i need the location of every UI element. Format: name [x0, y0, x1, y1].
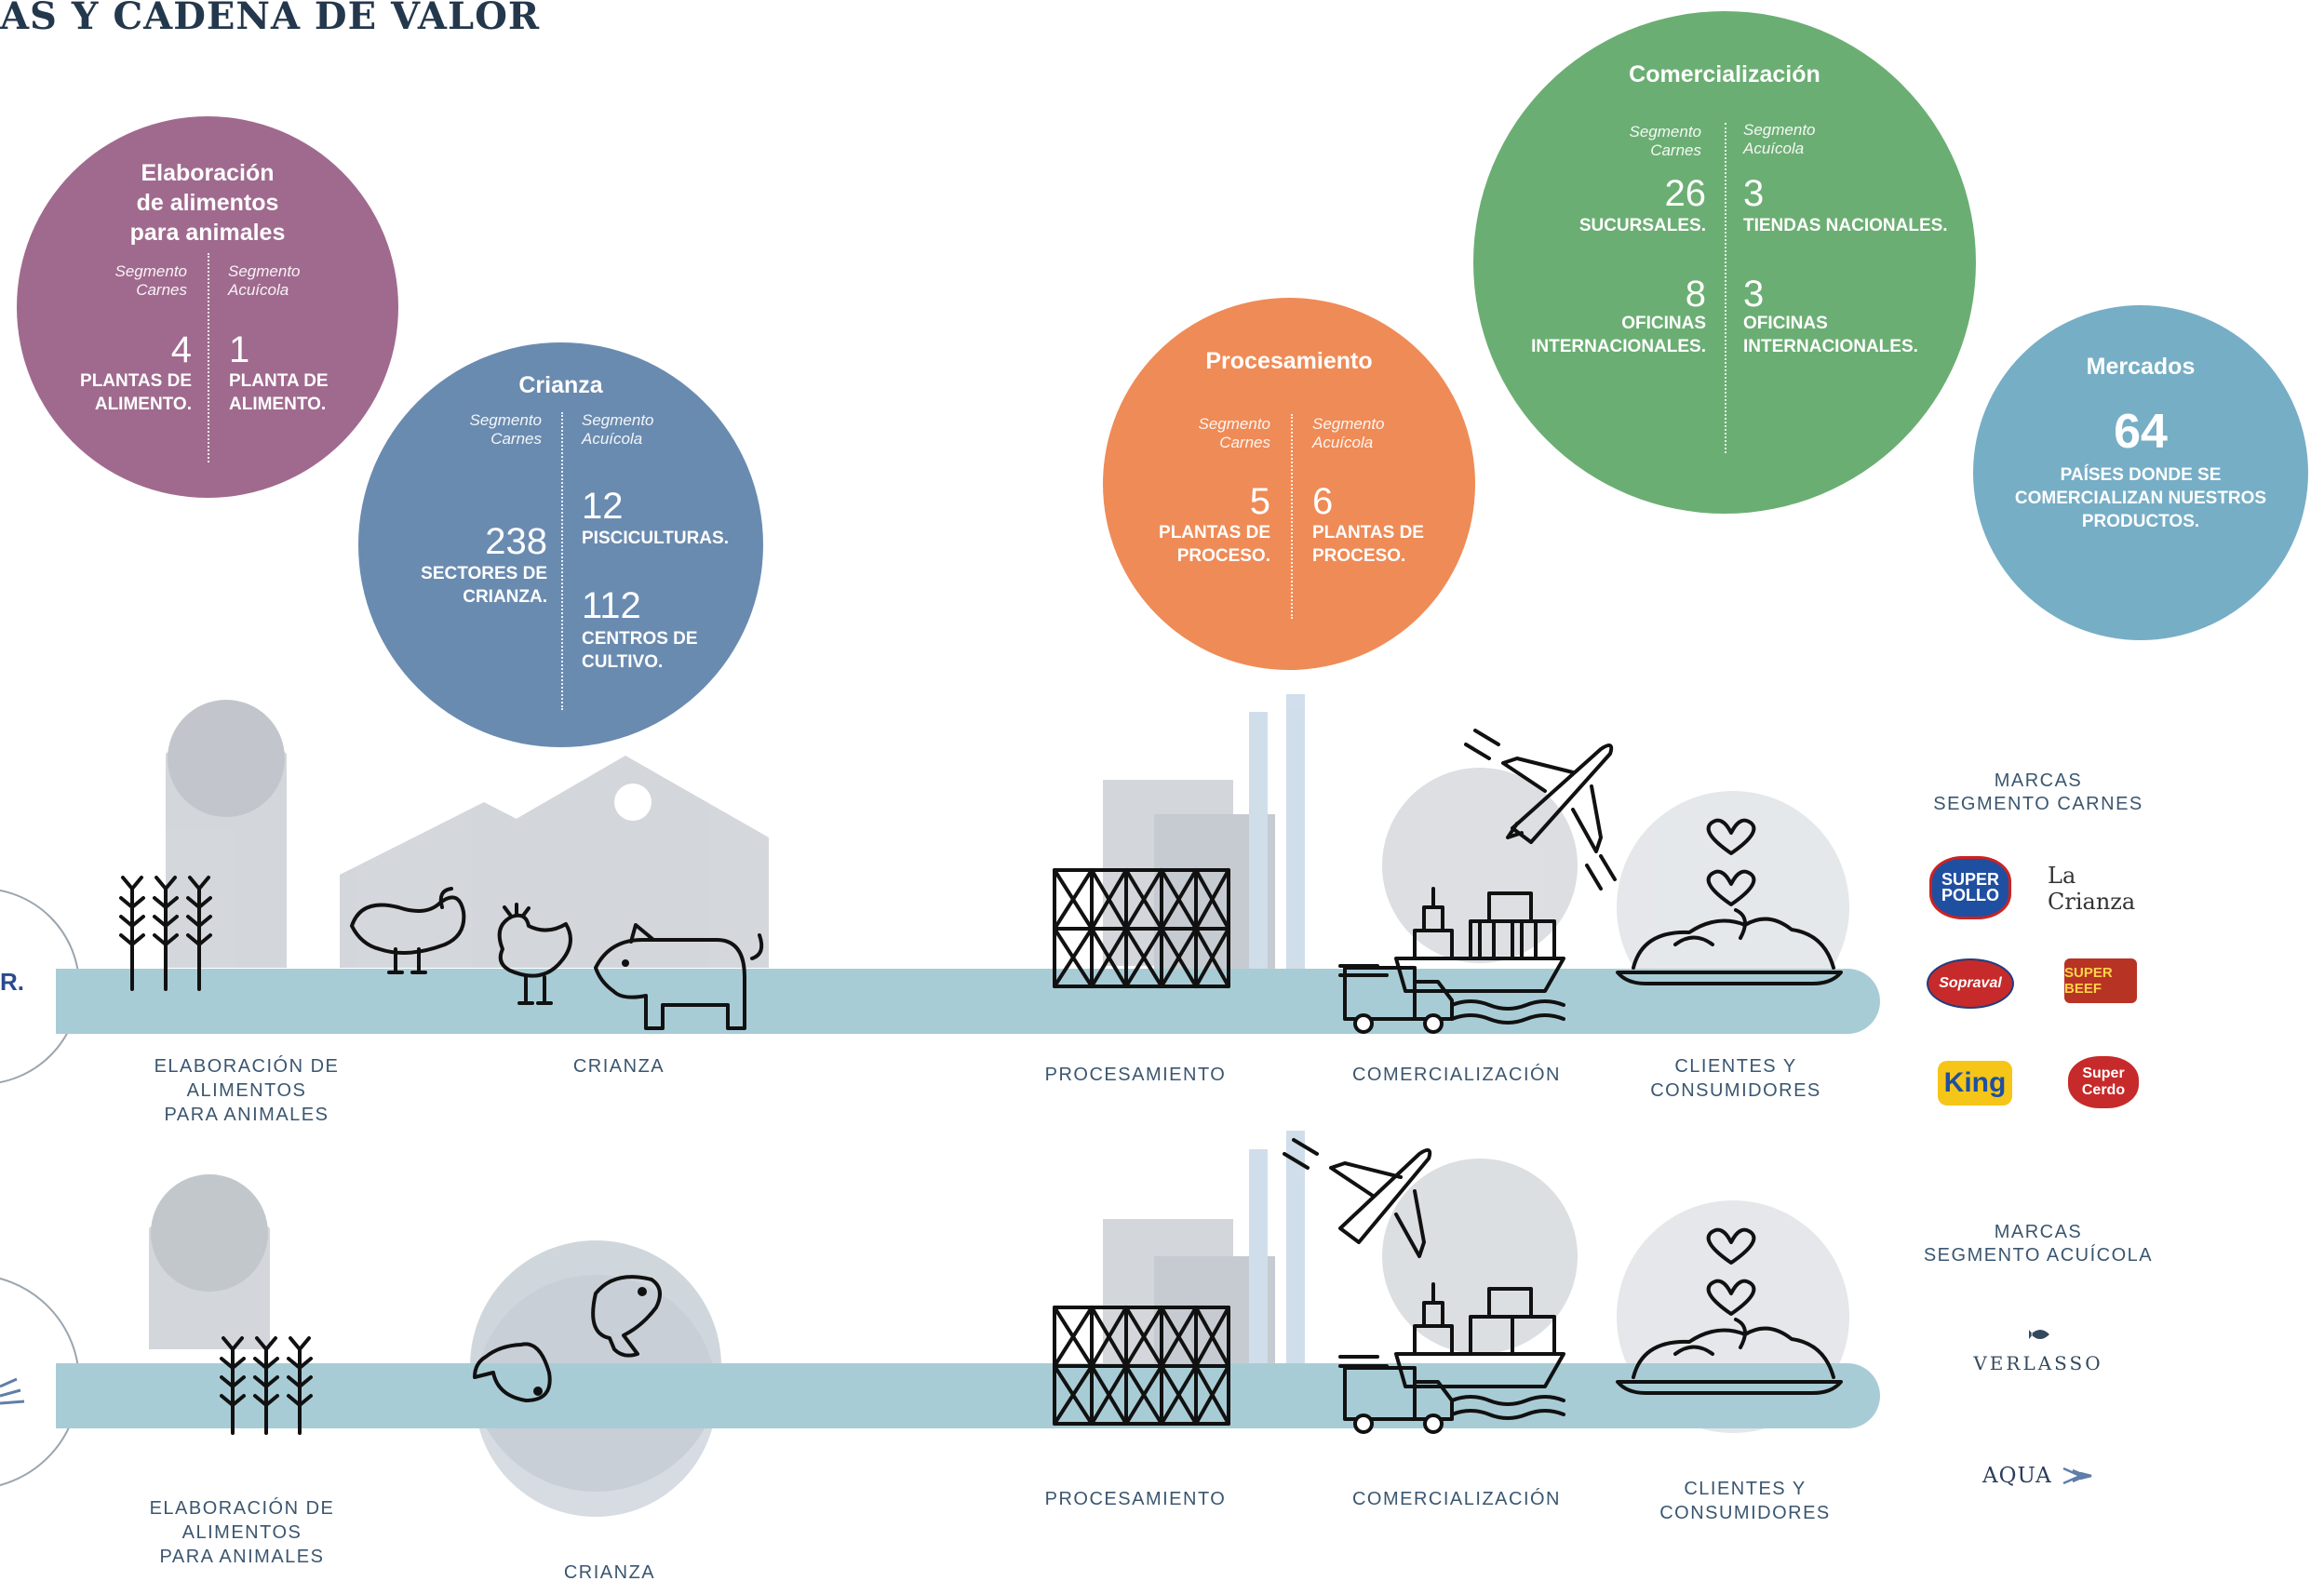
- heart-icon: [1706, 1227, 1756, 1265]
- plants-count-acuicola: 1: [229, 329, 250, 370]
- row1-label-clientes: CLIENTES Y CONSUMIDORES: [1650, 1056, 1821, 1101]
- divider: [208, 253, 209, 462]
- intl-offices-carnes-count: 8: [1685, 274, 1706, 315]
- culture-centers-count: 112: [582, 585, 641, 626]
- row1-track: [56, 969, 1880, 1034]
- row1-label-procesamiento: PROCESAMIENTO: [1044, 1065, 1227, 1085]
- intl-offices-acuicola-label: OFICINAS INTERNACIONALES.: [1743, 314, 1918, 356]
- circle-title: Mercados: [2086, 354, 2196, 380]
- segment-acuicola-label: Segmento Acuícola: [228, 262, 301, 299]
- circle-title: Procesamiento: [1205, 348, 1373, 374]
- heart-icon: [1706, 1279, 1756, 1316]
- wheat-icon: [220, 1336, 313, 1435]
- intl-offices-acuicola-count: 3: [1743, 274, 1765, 315]
- processing-plants-carnes: 5: [1249, 481, 1270, 522]
- factory-icon: [1053, 1306, 1230, 1426]
- processing-label-acuicola: PLANTAS DE PROCESO.: [1312, 523, 1424, 566]
- divider: [1725, 123, 1726, 453]
- aqua-mark-icon: [2062, 1467, 2092, 1485]
- segment-acuicola-label: Segmento Acuícola: [582, 411, 654, 448]
- processing-label-carnes: PLANTAS DE PROCESO.: [1159, 523, 1270, 566]
- branches-count: 26: [1664, 173, 1707, 214]
- segment-carnes-label: Segmento Carnes: [114, 262, 188, 299]
- fish-farms-label: PISCICULTURAS.: [582, 529, 729, 548]
- sectors-label: SECTORES DE CRIANZA.: [421, 564, 547, 607]
- row2-label-crianza: CRIANZA: [563, 1562, 656, 1581]
- aqua-mark-icon: [0, 1377, 25, 1405]
- stores-label: TIENDAS NACIONALES.: [1743, 216, 1948, 235]
- plants-label-acuicola: PLANTA DE ALIMENTO.: [229, 371, 329, 414]
- row2-background-buildings: [149, 1131, 1849, 1517]
- plants-label-carnes: PLANTAS DE ALIMENTO.: [80, 371, 192, 414]
- logo-super-cerdo: Super Cerdo: [2068, 1056, 2139, 1108]
- circle-title: Comercialización: [1629, 61, 1820, 87]
- sectors-count: 238: [485, 521, 547, 562]
- circle-title: Crianza: [518, 372, 603, 398]
- circle-crianza: Crianza Segmento Carnes Segmento Acuícol…: [358, 342, 763, 747]
- divider: [561, 412, 563, 710]
- factory-icon: [1053, 868, 1230, 988]
- wheat-icon: [119, 876, 212, 991]
- brands-acuicola-title: MARCAS SEGMENTO ACUÍCOLA: [1923, 1222, 2154, 1266]
- circle-procesamiento: Procesamiento Segmento Carnes Segmento A…: [1103, 298, 1475, 670]
- food-plate-icon: [1616, 1318, 1843, 1395]
- pig-icon: [594, 923, 764, 1030]
- row2-label-comercializacion: COMERCIALIZACIÓN: [1351, 1489, 1562, 1509]
- ship-icon: [1394, 1282, 1565, 1420]
- segment-acuicola-label: Segmento Acuícola: [1312, 415, 1385, 451]
- logo-aqua: AQUA: [1982, 1464, 2052, 1488]
- branches-label: SUCURSALES.: [1578, 216, 1706, 235]
- heart-icon: [1706, 869, 1756, 906]
- logo-king: King: [1938, 1061, 2012, 1105]
- intl-offices-carnes-label: OFICINAS INTERNACIONALES.: [1531, 314, 1706, 356]
- brands-carnes-title: MARCAS SEGMENTO CARNES: [1933, 770, 2143, 814]
- company-logo-fragment: R.: [0, 968, 24, 996]
- logo-super-pollo: SUPER POLLO: [1929, 856, 2011, 919]
- truck-icon: [1338, 1355, 1454, 1434]
- divider: [1291, 414, 1293, 619]
- circle-title: Elaboración de alimentos para animales: [129, 160, 286, 246]
- circle-mercados: Mercados 64 PAÍSES DONDE SE COMERCIALIZA…: [1973, 305, 2308, 640]
- page-title: AS Y CADENA DE VALOR: [0, 0, 541, 38]
- fish-icon: [473, 1275, 662, 1402]
- plants-count-carnes: 4: [170, 329, 192, 370]
- segment-carnes-label: Segmento Carnes: [1198, 415, 1271, 451]
- food-plate-icon: [1616, 908, 1843, 985]
- heart-icon: [1706, 818, 1756, 855]
- logo-aqua-group: AQUA: [1982, 1464, 2097, 1488]
- logo-sopraval: Sopraval: [1927, 958, 2014, 1009]
- row2-label-clientes: CLIENTES Y CONSUMIDORES: [1659, 1479, 1831, 1523]
- truck-icon: [1338, 964, 1454, 1034]
- row2-track: [56, 1363, 1880, 1428]
- row1-label-comercializacion: COMERCIALIZACIÓN: [1351, 1065, 1562, 1085]
- ship-icon: [1394, 887, 1565, 1025]
- logo-la-crianza: La Crianza: [2048, 863, 2136, 915]
- circle-alimentos: Elaboración de alimentos para animales S…: [17, 116, 398, 498]
- row2-label-alimentos: ELABORACIÓN DE ALIMENTOS PARA ANIMALES: [149, 1498, 335, 1567]
- stores-count: 3: [1743, 173, 1765, 214]
- segment-carnes-label: Segmento Carnes: [469, 411, 543, 448]
- airplane-icon: [1283, 1138, 1432, 1258]
- verlasso-fish-icon: [2029, 1323, 2051, 1346]
- row2-label-procesamiento: PROCESAMIENTO: [1044, 1489, 1227, 1509]
- airplane-icon: [1464, 729, 1617, 891]
- circle-comercializacion: Comercialización Segmento Carnes Segment…: [1473, 11, 1976, 514]
- turkey-icon: [350, 887, 466, 974]
- logo-super-beef: SUPER BEEF: [2064, 958, 2137, 1003]
- logo-verlasso: VERLASSO: [1973, 1352, 2103, 1374]
- culture-centers-label: CENTROS DE CULTIVO.: [582, 629, 698, 672]
- fish-farms-count: 12: [582, 486, 624, 527]
- countries-count: 64: [2114, 405, 2168, 459]
- row1-label-alimentos: ELABORACIÓN DE ALIMENTOS PARA ANIMALES: [154, 1056, 340, 1125]
- segment-carnes-label: Segmento Carnes: [1629, 123, 1702, 159]
- processing-plants-acuicola: 6: [1312, 481, 1334, 522]
- countries-label: PAÍSES DONDE SE COMERCIALIZAN NUESTROS P…: [2014, 465, 2267, 531]
- segment-acuicola-label: Segmento Acuícola: [1743, 121, 1816, 157]
- row1-label-crianza: CRIANZA: [572, 1056, 665, 1077]
- chicken-icon: [497, 903, 572, 1005]
